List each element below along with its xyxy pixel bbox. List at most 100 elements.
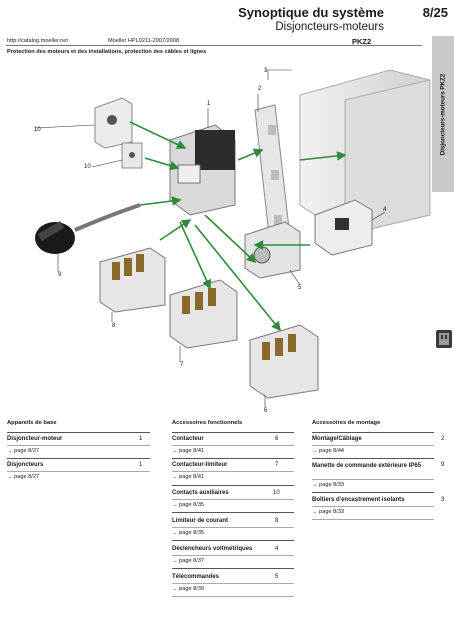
contactor-image-7 xyxy=(169,279,238,349)
list-item-number: 3 xyxy=(441,497,445,503)
list-item-number: 2 xyxy=(441,436,445,442)
column-heading-functional: Accessoires fonctionnels xyxy=(172,420,243,426)
list-item-number: 5 xyxy=(275,574,279,580)
list-item-name: Contacteur xyxy=(172,436,204,442)
list-item-number: 4 xyxy=(275,546,279,552)
enclosure-image xyxy=(299,69,431,236)
row-divider xyxy=(312,492,434,493)
arrow-right-icon: → xyxy=(312,482,320,488)
page-link[interactable]: → page 8/33 xyxy=(312,482,345,488)
row-divider xyxy=(172,499,294,500)
page-link[interactable]: → page 8/27 xyxy=(7,448,40,454)
catalog-url[interactable]: http://catalog.moeller.net xyxy=(7,38,68,44)
arrow-right-icon: → xyxy=(7,448,15,454)
side-tab[interactable] xyxy=(432,36,454,192)
callout-2: 2 xyxy=(258,86,262,92)
row-divider xyxy=(172,555,294,556)
arrow-right-icon: → xyxy=(172,586,180,592)
page-link[interactable]: → page 8/33 xyxy=(312,509,345,515)
arrow-right-icon: → xyxy=(172,474,180,480)
list-item-name: Montage/Câblage xyxy=(312,436,362,442)
list-item-name: Boîtiers d'encastrement isolants xyxy=(312,497,405,503)
side-tab-label-wrap: Disjoncteurs-moteurs PKZ2 xyxy=(432,36,454,192)
callout-5: 5 xyxy=(298,285,302,291)
callout-7: 7 xyxy=(180,362,184,368)
list-item-name: Contacts auxiliaires xyxy=(172,490,229,496)
aux-contact-image xyxy=(94,97,133,149)
list-item-name: Télécommandes xyxy=(172,574,220,580)
callout-10a: 10 xyxy=(34,127,41,133)
row-divider xyxy=(7,458,150,459)
connection-arrows xyxy=(129,121,347,332)
arrow-right-icon: → xyxy=(172,502,180,508)
contactor-image-8 xyxy=(99,247,166,313)
system-illustration xyxy=(34,69,431,408)
row-divider xyxy=(172,485,294,486)
callout-4: 4 xyxy=(383,207,387,213)
remote-control-image xyxy=(244,221,301,279)
voltage-release-image xyxy=(314,199,373,256)
arrow-right-icon: → xyxy=(172,558,180,564)
small-aux-contact-image xyxy=(121,142,143,169)
page-link[interactable]: → page 8/41 xyxy=(172,448,205,454)
list-item-name: Disjoncteur-moteur xyxy=(7,436,63,442)
page-link[interactable]: → page 8/27 xyxy=(7,474,40,480)
list-item-number: 8 xyxy=(275,518,279,524)
callout-9: 9 xyxy=(58,272,62,278)
list-item-name: Manette de commande extérieure IP65 xyxy=(312,463,422,469)
page-link[interactable]: → page 8/37 xyxy=(172,558,205,564)
row-divider xyxy=(172,432,294,433)
row-divider xyxy=(172,445,294,446)
row-divider xyxy=(312,506,434,507)
row-divider xyxy=(172,568,294,569)
list-item-number: 9 xyxy=(441,462,445,468)
row-divider xyxy=(312,445,434,446)
arrow-right-icon: → xyxy=(312,509,320,515)
page-number: 8/25 xyxy=(422,5,448,20)
page-link[interactable]: → page 8/44 xyxy=(312,448,345,454)
list-item-name: Disjoncteurs xyxy=(7,462,44,468)
callout-1: 1 xyxy=(207,101,211,107)
page-link[interactable]: → page 8/41 xyxy=(172,474,205,480)
row-divider xyxy=(312,458,434,459)
row-divider xyxy=(172,540,294,541)
row-divider xyxy=(7,432,150,433)
motor-breaker-image xyxy=(169,124,236,216)
row-divider xyxy=(172,596,294,597)
row-divider xyxy=(172,583,294,584)
row-divider xyxy=(172,527,294,528)
header-divider xyxy=(6,45,422,46)
device-icon xyxy=(436,330,452,348)
list-item-number: 1 xyxy=(139,436,143,442)
list-item-name: Contacteur-limiteur xyxy=(172,462,228,468)
arrow-right-icon: → xyxy=(172,530,180,536)
callout-3: 3 xyxy=(264,68,268,74)
arrow-right-icon: → xyxy=(172,448,180,454)
column-heading-mounting: Accessoires de montage xyxy=(312,420,381,426)
row-divider xyxy=(312,432,434,433)
list-item-number: 6 xyxy=(275,436,279,442)
callout-8: 8 xyxy=(112,323,116,329)
page-link[interactable]: → page 8/39 xyxy=(172,586,205,592)
callout-6: 6 xyxy=(264,408,268,414)
callout-10b: 10 xyxy=(84,164,91,170)
page-subtitle: Disjoncteurs-moteurs xyxy=(275,21,384,33)
arrow-right-icon: → xyxy=(312,448,320,454)
row-divider xyxy=(312,479,434,480)
column-heading-base: Appareils de base xyxy=(7,420,57,426)
handle-image xyxy=(35,203,141,254)
product-tag: PKZ2 xyxy=(352,37,372,46)
row-divider xyxy=(7,445,150,446)
row-divider xyxy=(172,458,294,459)
section-title: Protection des moteurs et des installati… xyxy=(7,49,207,55)
list-item-number: 10 xyxy=(273,490,280,496)
page-link[interactable]: → page 8/35 xyxy=(172,502,205,508)
catalog-name: Moeller HPL0211-2007/2008 xyxy=(108,38,180,44)
row-divider xyxy=(312,519,434,520)
row-divider xyxy=(172,471,294,472)
side-tab-label: Disjoncteurs-moteurs PKZ2 xyxy=(439,73,447,155)
page-title: Synoptique du système xyxy=(238,5,384,20)
contactor-image-6 xyxy=(249,324,319,399)
row-divider xyxy=(7,471,150,472)
page-link[interactable]: → page 8/35 xyxy=(172,530,205,536)
